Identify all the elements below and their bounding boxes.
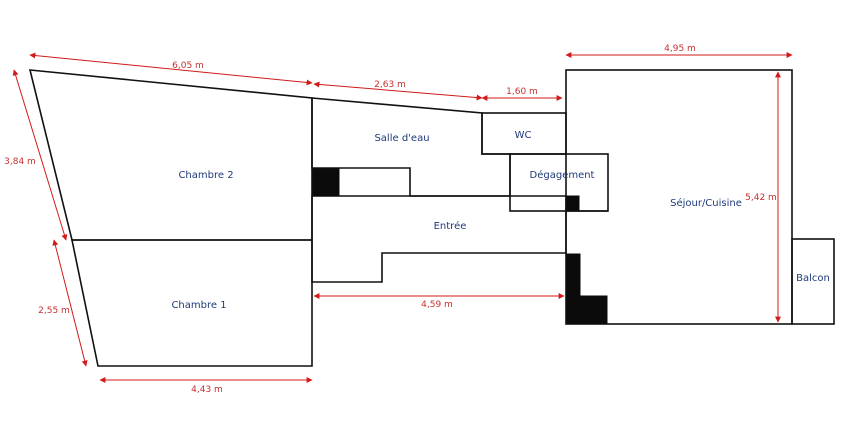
dim-label-top-salle-deau: 2,63 m <box>374 80 406 90</box>
dim-line-top-chambre2 <box>29 52 313 86</box>
sejour-outline <box>565 69 793 325</box>
shaft-block <box>312 168 340 197</box>
salle-deau-outline <box>311 97 511 197</box>
walls <box>28 69 835 367</box>
room-labels: Chambre 2 Chambre 1 Salle d'eau WC Dégag… <box>171 130 829 311</box>
dim-label-bottom-chambre1: 4,43 m <box>191 385 223 395</box>
chambre-2-outline <box>28 69 313 241</box>
dim-label-left-chambre2: 3,84 m <box>4 157 36 167</box>
dim-label-top-wc: 1,60 m <box>506 87 538 97</box>
label-degagement: Dégagement <box>530 169 595 181</box>
dim-label-sejour-height: 5,42 m <box>745 193 777 203</box>
small-column-block <box>566 195 580 211</box>
label-salle-deau: Salle d'eau <box>374 133 429 144</box>
label-sejour-cuisine: Séjour/Cuisine <box>670 197 742 209</box>
dim-line-left-chambre2 <box>12 69 68 241</box>
chambre-1-outline <box>71 239 313 367</box>
dimension-labels: 6,05 m 2,63 m 1,60 m 4,95 m 3,84 m 2,55 … <box>4 44 777 395</box>
balcon-outline <box>791 238 835 325</box>
label-entree: Entrée <box>434 220 467 232</box>
label-chambre-2: Chambre 2 <box>178 170 233 181</box>
label-wc: WC <box>515 130 532 141</box>
label-balcon: Balcon <box>796 273 830 284</box>
dim-label-left-chambre1: 2,55 m <box>38 306 70 316</box>
degagement-outline <box>509 153 609 212</box>
dim-label-top-chambre2: 6,05 m <box>172 61 204 71</box>
structural-blocks <box>312 168 608 324</box>
dim-label-entree: 4,59 m <box>421 300 453 310</box>
dim-label-top-sejour: 4,95 m <box>664 44 696 54</box>
entree-outline <box>311 195 567 283</box>
dimension-lines <box>12 52 793 383</box>
dim-line-top-salle-deau <box>313 81 483 101</box>
dim-line-left-chambre1 <box>52 239 88 367</box>
label-chambre-1: Chambre 1 <box>171 300 226 311</box>
l-shaped-block <box>566 253 608 324</box>
